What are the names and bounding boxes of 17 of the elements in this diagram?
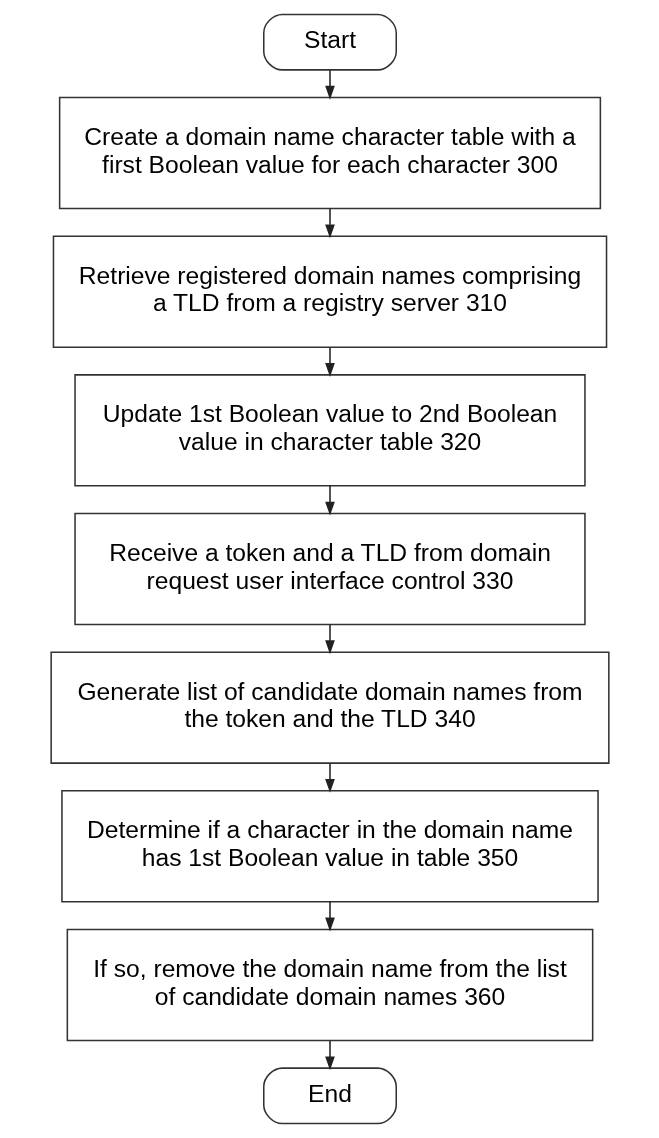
arrow <box>324 346 335 377</box>
arrow <box>324 901 335 932</box>
node-box: Receive a token and a TLD from domain request user interface control 330 <box>73 512 586 626</box>
arrow <box>324 207 335 239</box>
arrow <box>324 1040 335 1071</box>
arrow <box>324 762 335 793</box>
node-box: Retrieve registered domain names comprising a TLD from a registry server 310 <box>52 235 607 348</box>
node-box: If so, remove the domain name from the list of candidate domain names 360 <box>66 928 593 1042</box>
node-box: Generate list of candidate domain names from the token and the TLD 340 <box>49 651 610 764</box>
node-box: Determine if a character in the domain name has 1st Boolean value in table 350 <box>60 790 599 903</box>
node-box: Start <box>262 13 397 71</box>
arrow <box>324 485 335 516</box>
node-box: Update 1st Boolean value to 2nd Boolean value in character table 320 <box>73 374 586 487</box>
node-box: Create a domain name character table with a first Boolean value for each character 300 <box>58 96 601 210</box>
arrow <box>324 623 335 655</box>
arrow <box>324 69 335 100</box>
node-box: End <box>262 1067 397 1125</box>
